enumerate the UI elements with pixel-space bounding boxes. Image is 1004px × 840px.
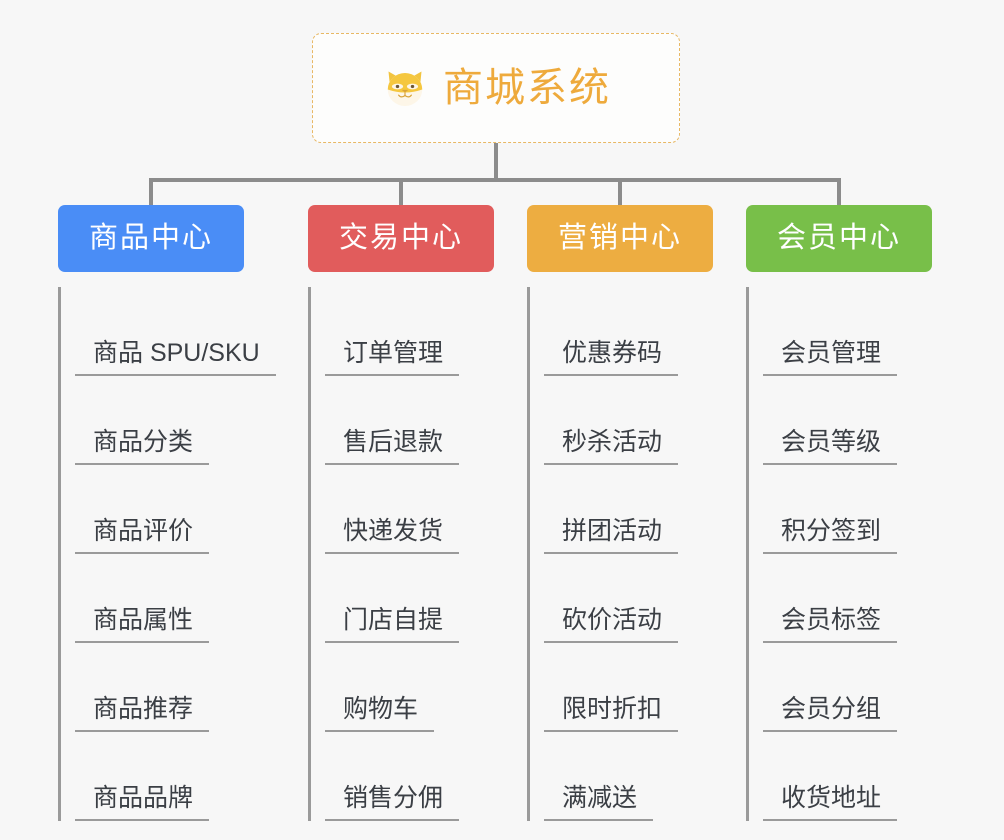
leaf-list-trade-center: 订单管理售后退款快递发货门店自提购物车销售分佣 [308, 287, 494, 821]
leaf-item[interactable]: 会员管理 [763, 287, 932, 376]
category-label: 商品中心 [88, 222, 213, 254]
leaf-label: 积分签到 [763, 517, 898, 554]
leaf-item[interactable]: 快递发货 [325, 465, 494, 554]
leaf-item[interactable]: 商品属性 [75, 554, 244, 643]
leaf-item[interactable]: 售后退款 [325, 376, 494, 465]
connector-drop-product-center [149, 178, 153, 207]
leaf-label: 砍价活动 [544, 606, 679, 643]
leaf-label: 拼团活动 [544, 517, 679, 554]
leaf-label: 销售分佣 [325, 784, 460, 821]
connector-horizontal-bus [149, 178, 841, 182]
connector-drop-trade-center [399, 178, 403, 207]
leaf-item[interactable]: 商品 SPU/SKU [75, 287, 276, 376]
column-product-center: 商品中心商品 SPU/SKU 商品分类商品评价商品属性商品推荐商品品牌 [58, 205, 276, 821]
leaf-item[interactable]: 秒杀活动 [544, 376, 713, 465]
column-member-center: 会员中心会员管理会员等级积分签到会员标签会员分组收货地址 [746, 205, 932, 821]
column-marketing-center: 营销中心优惠券码秒杀活动拼团活动砍价活动限时折扣满减送 [527, 205, 713, 821]
leaf-item[interactable]: 商品推荐 [75, 643, 244, 732]
leaf-item[interactable]: 商品评价 [75, 465, 244, 554]
category-box-trade-center[interactable]: 交易中心 [308, 205, 494, 272]
leaf-label: 会员管理 [763, 339, 898, 376]
category-label: 会员中心 [776, 222, 901, 254]
leaf-item[interactable]: 限时折扣 [544, 643, 713, 732]
leaf-item[interactable]: 砍价活动 [544, 554, 713, 643]
category-box-member-center[interactable]: 会员中心 [746, 205, 932, 272]
category-label: 营销中心 [557, 222, 682, 254]
leaf-label: 商品品牌 [75, 784, 210, 821]
leaf-label: 限时折扣 [544, 695, 679, 732]
leaf-item[interactable]: 订单管理 [325, 287, 494, 376]
leaf-item[interactable]: 优惠券码 [544, 287, 713, 376]
category-box-product-center[interactable]: 商品中心 [58, 205, 244, 272]
leaf-label: 商品评价 [75, 517, 210, 554]
leaf-label: 售后退款 [325, 428, 460, 465]
leaf-item[interactable]: 购物车 [325, 643, 494, 732]
leaf-label: 快递发货 [325, 517, 460, 554]
leaf-item[interactable]: 会员标签 [763, 554, 932, 643]
category-label: 交易中心 [338, 222, 463, 254]
leaf-item[interactable]: 商品品牌 [75, 732, 244, 821]
leaf-item[interactable]: 满减送 [544, 732, 713, 821]
category-box-marketing-center[interactable]: 营销中心 [527, 205, 713, 272]
connector-root-stem [494, 143, 498, 181]
leaf-label: 订单管理 [325, 339, 460, 376]
leaf-list-member-center: 会员管理会员等级积分签到会员标签会员分组收货地址 [746, 287, 932, 821]
leaf-label: 商品分类 [75, 428, 210, 465]
root-title: 商城系统 [443, 66, 611, 110]
leaf-label: 商品属性 [75, 606, 210, 643]
leaf-item[interactable]: 积分签到 [763, 465, 932, 554]
column-trade-center: 交易中心订单管理售后退款快递发货门店自提购物车销售分佣 [308, 205, 494, 821]
leaf-item[interactable]: 门店自提 [325, 554, 494, 643]
leaf-label: 商品推荐 [75, 695, 210, 732]
leaf-label: 满减送 [544, 784, 654, 821]
leaf-item[interactable]: 商品分类 [75, 376, 244, 465]
leaf-label: 购物车 [325, 695, 435, 732]
leaf-item[interactable]: 会员分组 [763, 643, 932, 732]
leaf-label: 优惠券码 [544, 339, 679, 376]
leaf-label: 会员分组 [763, 695, 898, 732]
leaf-label: 商品 SPU/SKU [75, 339, 276, 376]
connector-drop-marketing-center [618, 178, 622, 207]
shiba-dog-face-icon [387, 71, 423, 106]
leaf-list-product-center: 商品 SPU/SKU 商品分类商品评价商品属性商品推荐商品品牌 [58, 287, 276, 821]
leaf-item[interactable]: 拼团活动 [544, 465, 713, 554]
leaf-label: 收货地址 [763, 784, 898, 821]
leaf-label: 秒杀活动 [544, 428, 679, 465]
leaf-item[interactable]: 收货地址 [763, 732, 932, 821]
leaf-label: 门店自提 [325, 606, 460, 643]
leaf-label: 会员等级 [763, 428, 898, 465]
leaf-list-marketing-center: 优惠券码秒杀活动拼团活动砍价活动限时折扣满减送 [527, 287, 713, 821]
leaf-item[interactable]: 销售分佣 [325, 732, 494, 821]
connector-drop-member-center [837, 178, 841, 207]
root-node[interactable]: 商城系统 [312, 33, 680, 143]
leaf-label: 会员标签 [763, 606, 898, 643]
leaf-item[interactable]: 会员等级 [763, 376, 932, 465]
